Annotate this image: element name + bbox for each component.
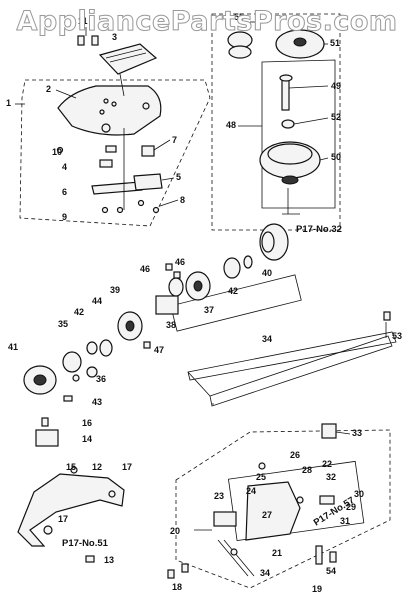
feed-bracket (133, 173, 163, 191)
lever-assembly (17, 417, 125, 563)
callout-52: 52 (331, 112, 341, 122)
callout-27: 27 (262, 510, 272, 520)
callout-26: 26 (290, 450, 300, 460)
callout-10: 10 (52, 147, 62, 157)
screw (77, 35, 85, 46)
callout-16: 16 (82, 418, 92, 428)
group-boundary (19, 79, 211, 227)
callout-34b: 34 (260, 568, 270, 578)
callout-33: 33 (352, 428, 362, 438)
callout-8: 8 (180, 195, 185, 205)
gear-train (23, 223, 302, 402)
callout-4: 4 (62, 162, 67, 172)
callout-47: 47 (154, 345, 164, 355)
needle-plate (57, 85, 162, 136)
thread-guide (35, 429, 59, 447)
callout-labels: 11 3 1 2 7 10 4 5 6 8 9 55 51 49 52 48 5… (6, 12, 402, 594)
callout-11: 11 (78, 16, 88, 26)
callout-37: 37 (204, 305, 214, 315)
callout-2: 2 (46, 84, 51, 94)
callout-29: 29 (346, 502, 356, 512)
callout-24: 24 (246, 486, 256, 496)
hole (142, 102, 150, 110)
shaft-lower (209, 335, 393, 407)
shaft-upper (187, 331, 397, 381)
callout-21: 21 (272, 548, 282, 558)
washer (281, 119, 295, 129)
callout-17a: 17 (122, 462, 132, 472)
gear-frame (170, 274, 302, 332)
callout-38: 38 (166, 320, 176, 330)
callout-25: 25 (256, 472, 266, 482)
callout-3: 3 (112, 32, 117, 42)
plate (213, 511, 237, 527)
callout-54: 54 (326, 566, 336, 576)
callout-32: 32 (326, 472, 336, 482)
callout-42a: 42 (228, 286, 238, 296)
callout-46a: 46 (175, 257, 185, 267)
block (321, 423, 337, 439)
callout-34a: 34 (262, 334, 272, 344)
callout-36: 36 (96, 374, 106, 384)
callout-12: 12 (92, 462, 102, 472)
main-shaft (187, 311, 397, 407)
callout-55: 55 (234, 12, 244, 22)
callout-5: 5 (176, 172, 181, 182)
callout-1: 1 (6, 98, 11, 108)
leader-lines (55, 21, 351, 435)
ref-p17-no32: P17-No.32 (296, 224, 342, 235)
callout-49: 49 (331, 81, 341, 91)
callout-19: 19 (312, 584, 322, 594)
callout-35: 35 (58, 319, 68, 329)
bracket (141, 145, 155, 157)
callout-28: 28 (302, 465, 312, 475)
callout-43: 43 (92, 397, 102, 407)
callout-46b: 46 (140, 264, 150, 274)
link-bracket (245, 481, 301, 541)
collar (223, 257, 241, 279)
callout-51: 51 (330, 38, 340, 48)
callout-15: 15 (66, 462, 76, 472)
callout-31: 31 (340, 516, 350, 526)
hook-inner-box (261, 59, 336, 209)
callout-39: 39 (110, 285, 120, 295)
hole (101, 123, 111, 133)
callout-9: 9 (62, 212, 67, 222)
callout-14: 14 (82, 434, 92, 444)
sleeve (155, 295, 179, 315)
needle-plate-group (15, 35, 211, 227)
lever (17, 473, 125, 547)
callout-42b: 42 (74, 307, 84, 317)
callout-17b: 17 (58, 514, 68, 524)
callout-30: 30 (354, 489, 364, 499)
callout-23: 23 (214, 491, 224, 501)
ref-p17-no51: P17-No.51 (62, 538, 109, 549)
linkage-box (175, 429, 391, 589)
hook-box (211, 13, 341, 231)
callout-41: 41 (8, 342, 18, 352)
linkage-assembly (167, 423, 391, 589)
callout-22: 22 (322, 459, 332, 469)
callout-44: 44 (92, 296, 102, 306)
watermark: AppliancePartsPros.com (16, 6, 398, 38)
callout-48: 48 (226, 120, 236, 130)
hook-shaft (281, 77, 290, 111)
callout-40: 40 (262, 268, 272, 278)
callout-50: 50 (331, 152, 341, 162)
screw (91, 35, 99, 46)
callout-53: 53 (392, 331, 402, 341)
callout-18: 18 (172, 582, 182, 592)
callout-7: 7 (172, 135, 177, 145)
callout-20: 20 (170, 526, 180, 536)
callout-6: 6 (62, 187, 67, 197)
screw (85, 555, 95, 563)
plate-spring (91, 181, 143, 195)
callout-13: 13 (104, 555, 114, 565)
slide-plate (98, 43, 158, 75)
